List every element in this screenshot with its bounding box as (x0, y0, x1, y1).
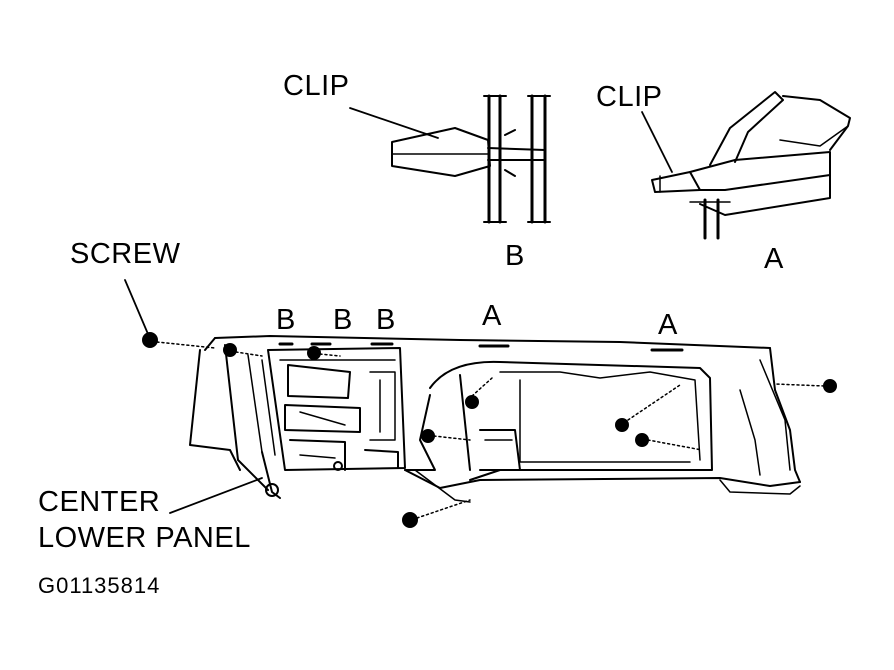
clip-label-detail-b: CLIP (283, 70, 350, 102)
detail-b-caption: B (505, 240, 525, 272)
figure-id: G01135814 (38, 573, 161, 598)
center-lower-panel-label: CENTER LOWER PANEL (38, 484, 251, 556)
detail-b-drawing (349, 94, 551, 224)
label-leaders (124, 279, 263, 514)
center-lower-panel-line-2: LOWER PANEL (38, 522, 251, 554)
detail-a-caption: A (764, 243, 784, 275)
panel-clip-b-label-1: B (276, 304, 296, 336)
detail-a-drawing (641, 91, 851, 240)
panel-clip-b-label-3: B (376, 304, 396, 336)
panel-clip-b-label-2: B (333, 304, 353, 336)
screws (142, 332, 837, 528)
panel-clip-a-label-2: A (658, 309, 678, 341)
instrument-panel-drawing (189, 335, 801, 503)
center-lower-panel-line-1: CENTER (38, 486, 161, 518)
screw-label: SCREW (70, 238, 181, 270)
panel-clip-a-label-1: A (482, 300, 502, 332)
clip-label-detail-a: CLIP (596, 81, 663, 113)
